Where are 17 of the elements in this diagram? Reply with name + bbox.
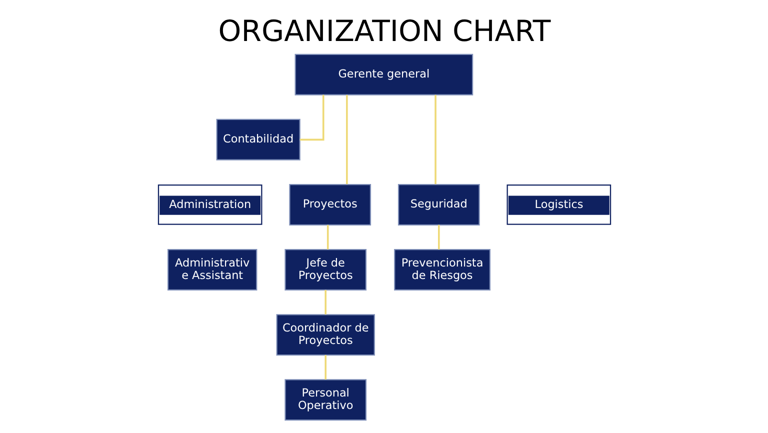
node-box: Coordinador de Proyectos bbox=[276, 314, 374, 356]
connector bbox=[324, 290, 326, 314]
connector bbox=[434, 94, 436, 184]
connector bbox=[326, 224, 328, 250]
node-box: Seguridad bbox=[397, 184, 480, 226]
node-box: Contabilidad bbox=[216, 118, 300, 160]
node-box: Proyectos bbox=[288, 184, 371, 226]
connector bbox=[346, 94, 348, 184]
diagram-title: ORGANIZATION CHART bbox=[218, 14, 550, 48]
node-box: Personal Operativo bbox=[284, 379, 366, 421]
node-box: Gerente general bbox=[294, 54, 473, 96]
node-box: Administrativ e Assistant bbox=[166, 249, 257, 291]
node-box: Jefe de Proyectos bbox=[284, 249, 366, 291]
connector bbox=[324, 355, 326, 380]
node-box: Prevencionista de Riesgos bbox=[394, 249, 490, 291]
connector bbox=[438, 224, 440, 250]
connector bbox=[299, 94, 324, 141]
